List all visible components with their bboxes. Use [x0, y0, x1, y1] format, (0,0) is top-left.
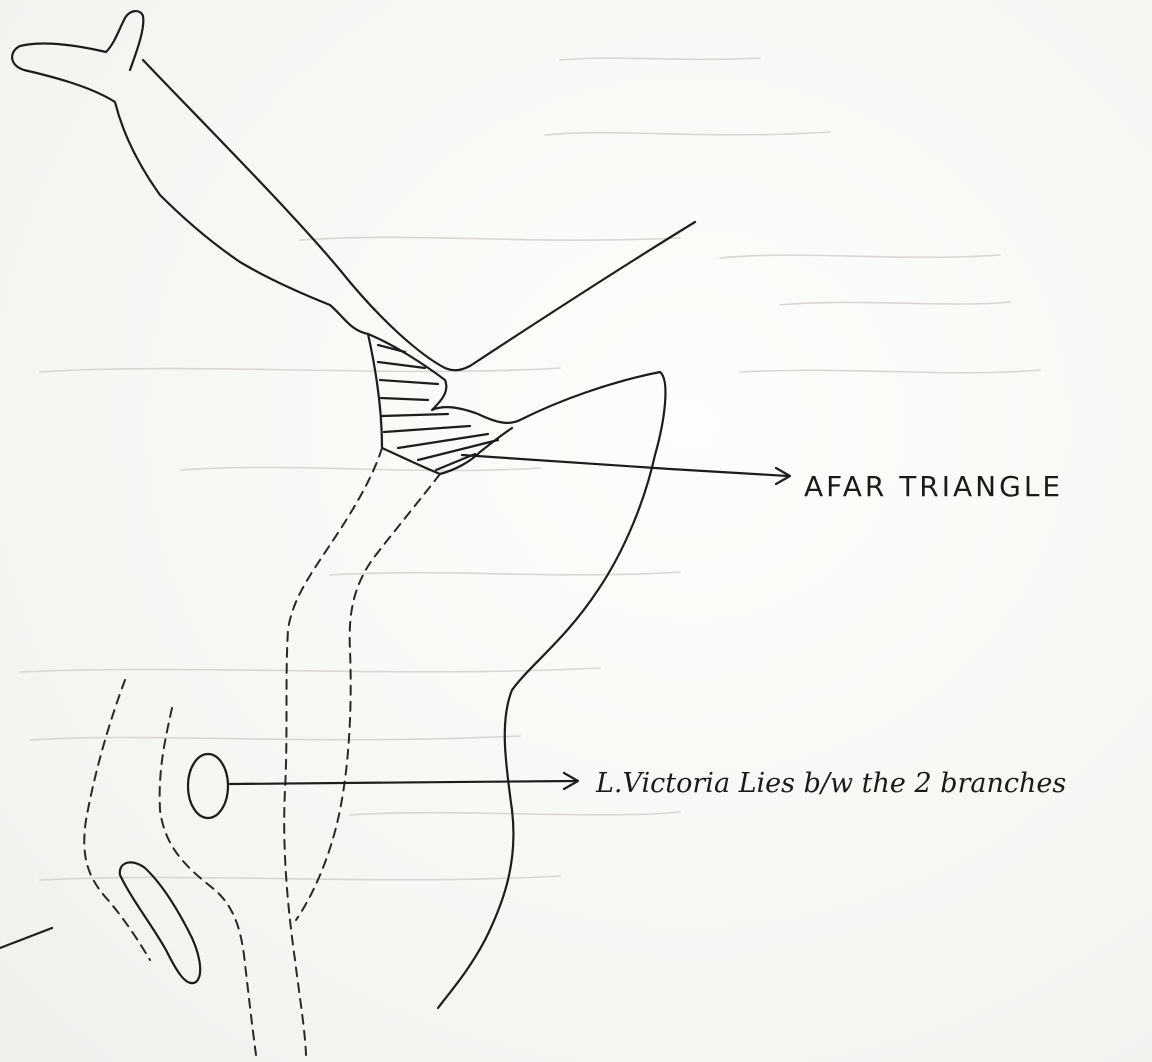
lake-victoria-label: L.Victoria Lies b/w the 2 branches [595, 768, 1066, 799]
afar-triangle-label: AFAR TRIANGLE [804, 470, 1063, 503]
margin-stroke [0, 928, 52, 948]
lake-tanganyika [120, 862, 200, 983]
eastern-rift-branch-inner [296, 474, 440, 920]
western-rift-branch-inner [160, 708, 256, 1055]
show-through-lines [20, 58, 1040, 880]
eastern-rift-branch [284, 448, 382, 1055]
lake-victoria [188, 754, 228, 818]
western-rift-branch [84, 680, 150, 960]
victoria-arrow [230, 773, 578, 789]
red-sea-outline [12, 11, 695, 370]
afar-triangle-boundary [368, 334, 512, 474]
